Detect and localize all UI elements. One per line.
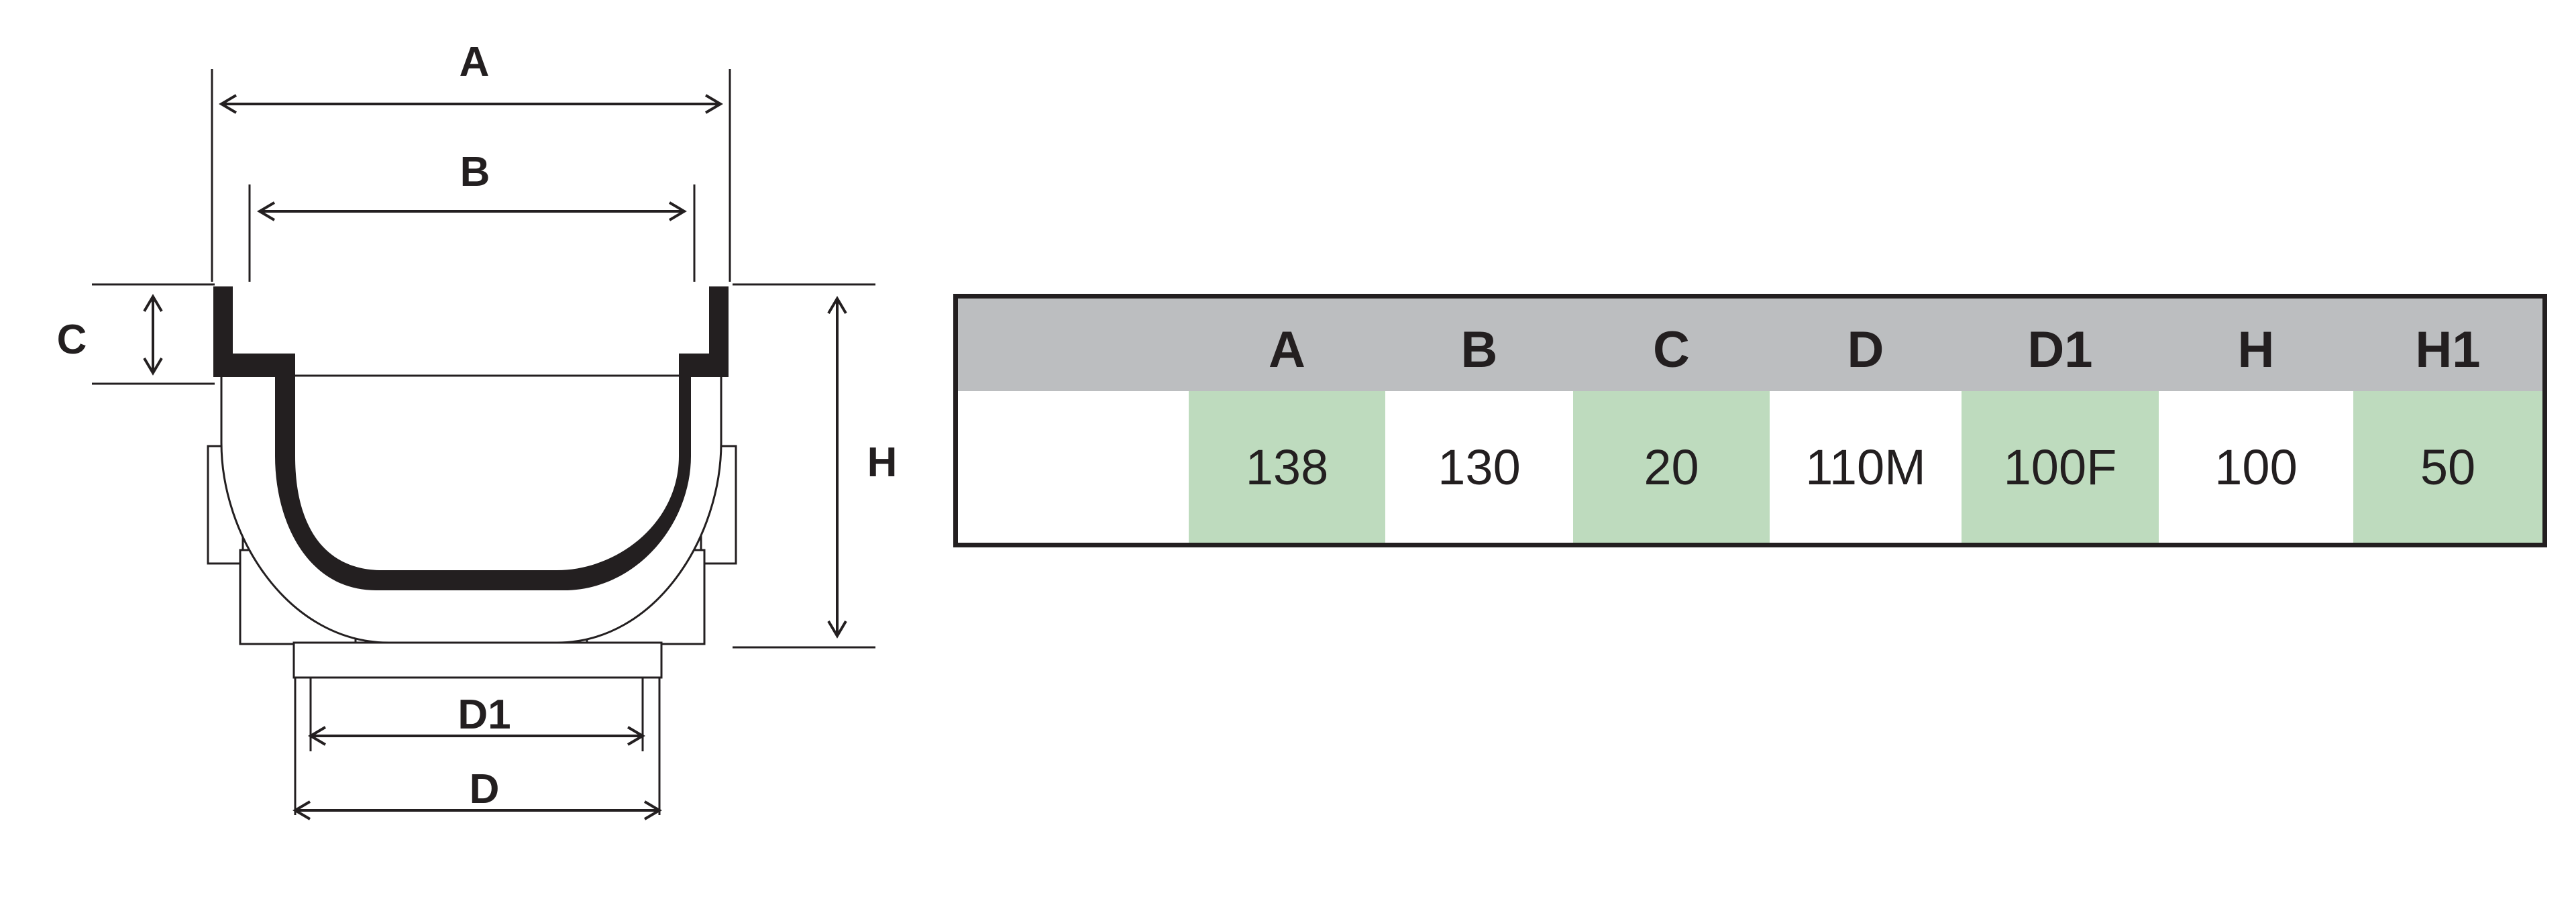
header-cell-h1: H1 (2415, 321, 2481, 378)
label-d1: D1 (458, 692, 511, 738)
header-cell-b: B (1460, 321, 1498, 378)
header-cell-c: C (1653, 321, 1690, 378)
value-cell-a: 138 (1189, 391, 1385, 543)
value-cell-d: 110M (1805, 439, 1926, 495)
dimension-labels: A B C H D1 D (57, 39, 898, 812)
spigot-base (292, 641, 663, 679)
table-header-row: A B C D D1 H H1 (958, 299, 2542, 391)
dimension-arrows (143, 94, 847, 820)
header-cell-blank (958, 299, 1189, 391)
dimensions-table: A B C D D1 H H1 138 130 20 110M 100F 100… (953, 294, 2547, 547)
value-cell-b: 130 (1438, 439, 1521, 495)
header-cell-d1: D1 (2027, 321, 2093, 378)
header-cell-h: H (2237, 321, 2275, 378)
label-b: B (460, 149, 490, 195)
value-cell-blank (958, 391, 1189, 543)
table-row: 138 130 20 110M 100F 100 50 (958, 391, 2542, 543)
value-cell-h: 100 (2214, 439, 2298, 495)
label-d: D (470, 766, 500, 812)
value-cell-h1: 50 (2353, 391, 2542, 543)
header-cell-d: D (1847, 321, 1884, 378)
value-cell-d1: 100F (1962, 391, 2159, 543)
label-c: C (57, 317, 87, 363)
channel-cross-section-diagram: A B C H D1 D (57, 39, 898, 820)
header-cell-a: A (1269, 321, 1305, 378)
label-h: H (867, 439, 898, 486)
value-cell-c: 20 (1573, 391, 1770, 543)
extension-lines (92, 69, 875, 815)
channel-body (207, 286, 737, 679)
label-a: A (460, 39, 490, 85)
